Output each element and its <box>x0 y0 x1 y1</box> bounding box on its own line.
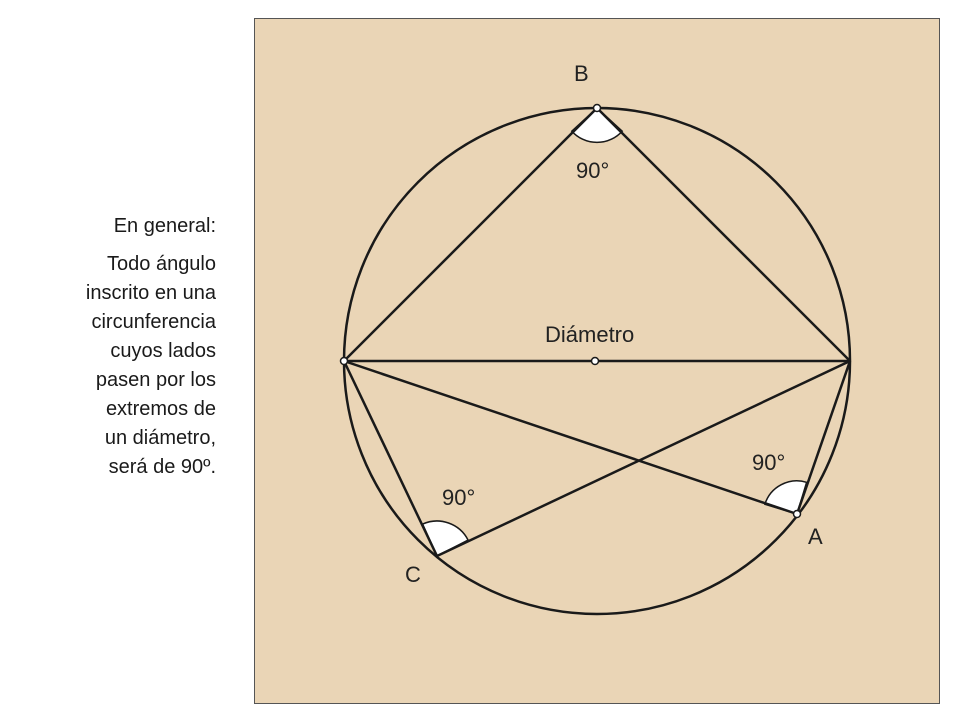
chord-left-c <box>342 360 439 557</box>
chord-left-b <box>343 107 598 362</box>
explanation-line: pasen por los <box>95 369 216 391</box>
angle-label-c: 90° <box>442 485 475 510</box>
angle-arc-b <box>570 106 624 144</box>
chord-b-right <box>596 107 851 362</box>
explanation-line: inscrito en una <box>85 282 216 304</box>
explanation-line: será de 90º. <box>108 456 216 478</box>
label-c: C <box>405 562 421 587</box>
chord-left-a <box>343 359 798 516</box>
label-diameter: Diámetro <box>545 322 634 347</box>
point-b <box>592 103 602 113</box>
point-center <box>590 356 600 366</box>
point-left <box>339 356 349 366</box>
chord-c-right <box>436 359 851 558</box>
explanation-line: extremos de <box>105 398 216 420</box>
explanation-line: Todo ángulo <box>107 253 216 275</box>
label-b: B <box>574 61 589 86</box>
chord-a-right <box>795 360 852 515</box>
point-a <box>792 509 802 519</box>
explanation-text: En general: Todo ángulo inscrito en una … <box>20 212 216 482</box>
angle-label-a: 90° <box>752 450 785 475</box>
explanation-heading: En general: <box>113 215 216 237</box>
explanation-line: un diámetro, <box>104 427 216 449</box>
label-a: A <box>808 524 823 549</box>
explanation-line: circunferencia <box>91 311 216 333</box>
angle-label-b: 90° <box>576 158 609 183</box>
explanation-line: cuyos lados <box>110 340 216 362</box>
